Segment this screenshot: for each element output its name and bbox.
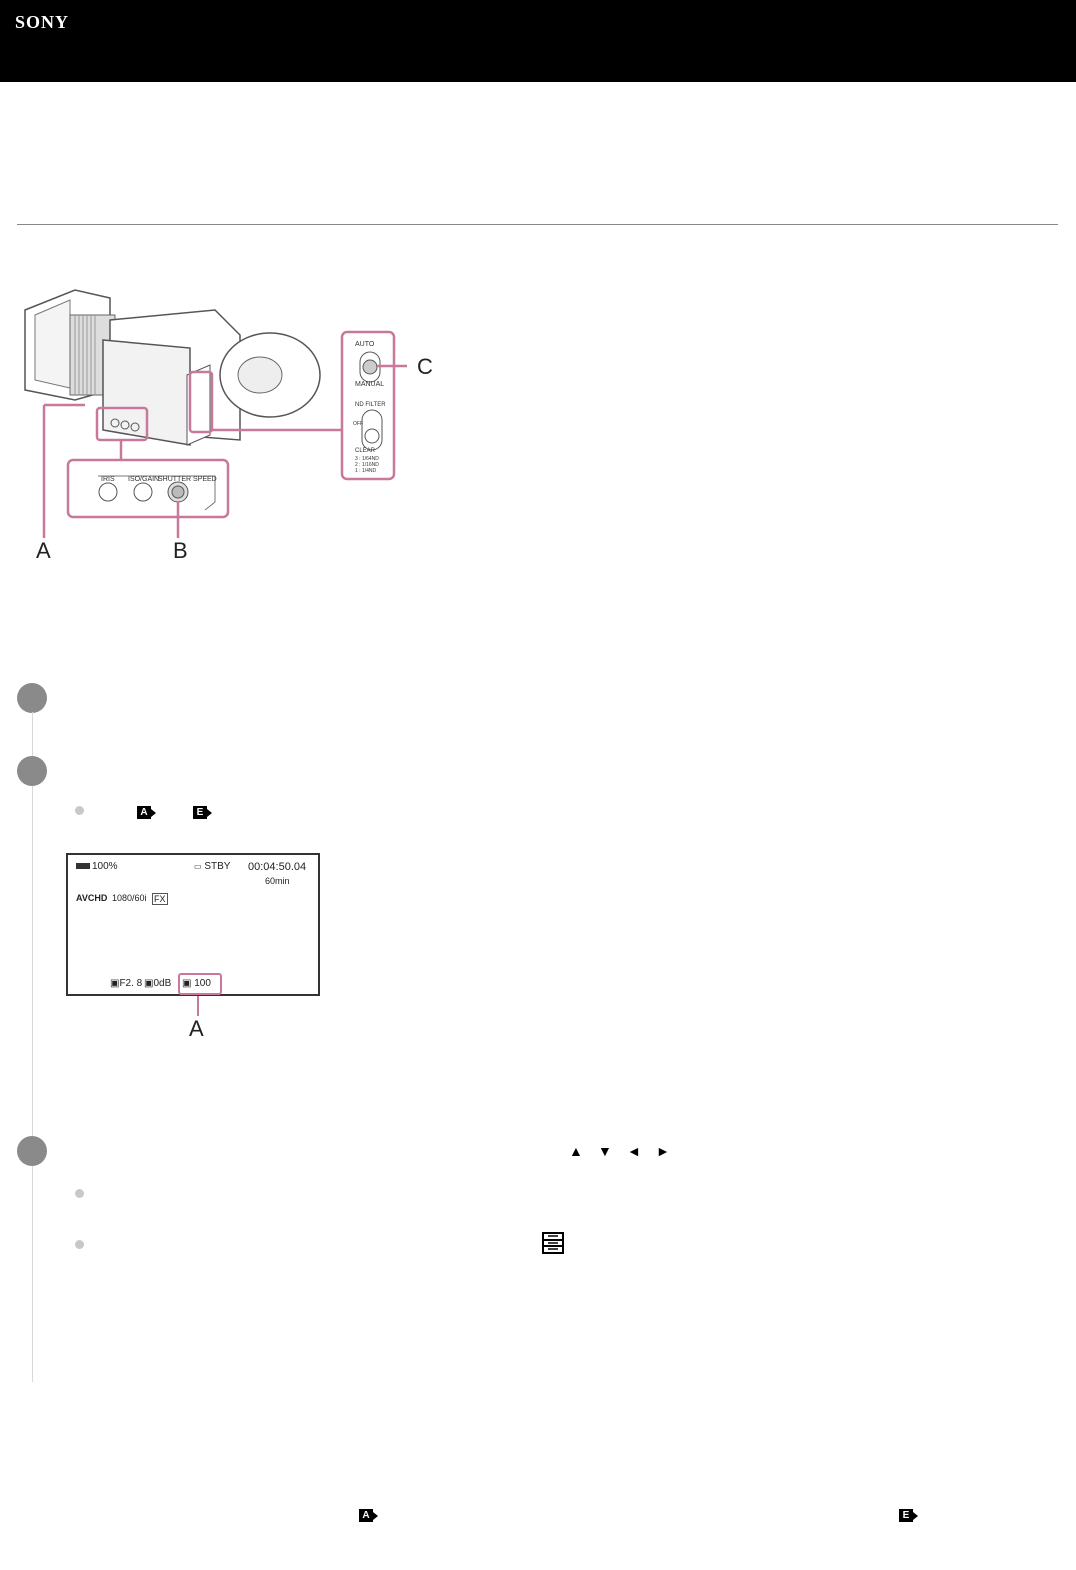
a-mode-icon: A [137, 802, 156, 820]
battery-readout: 100% [76, 861, 118, 872]
right-arrow-icon: ► [656, 1143, 670, 1159]
resolution-readout: 1080/60i [112, 893, 147, 903]
lcd-callout-a: A [189, 1016, 204, 1041]
shutter-readout: ▣ 100 [182, 978, 211, 989]
step-connector [32, 712, 33, 1382]
auto-label: AUTO [355, 341, 375, 348]
e-mode-icon: E [193, 802, 212, 820]
header-bar: SONY [0, 0, 1076, 82]
step-3-bullet-1 [75, 1189, 84, 1198]
iris-label: IRIS [101, 476, 115, 483]
timecode-readout: 00:04:50.04 [248, 861, 307, 873]
format-readout: AVCHD [76, 893, 108, 903]
lcd-screen-figure: 100% ▭ STBY 00:04:50.04 60min AVCHD 1080… [66, 853, 320, 996]
footer-a-icon: A [359, 1505, 378, 1523]
step-1-marker [17, 683, 47, 713]
nd-off-label: OFF [353, 421, 363, 427]
battery-icon [76, 863, 90, 870]
menu-list-icon [542, 1232, 564, 1254]
nd-filter-label: ND FILTER [355, 402, 386, 408]
callout-a: A [36, 538, 51, 563]
shutter-speed-label: SHUTTER SPEED [158, 476, 217, 483]
iso-gain-label: ISO/GAIN [128, 476, 159, 483]
nd1-label: 1 : 1/4ND [355, 468, 377, 474]
up-arrow-icon: ▲ [569, 1143, 583, 1159]
gain-readout: ▣0dB [144, 978, 172, 989]
step-3-bullet-2 [75, 1240, 84, 1249]
shutter-highlight [178, 973, 222, 995]
iris-readout: ▣F2. 8 [110, 978, 143, 989]
nd2-label: 2 : 1/16ND [355, 462, 379, 468]
title-divider [17, 224, 1058, 225]
mode-readout: FX [152, 893, 168, 905]
step-2-marker [17, 756, 47, 786]
status-readout: ▭ STBY [194, 861, 231, 872]
manual-label: MANUAL [355, 381, 384, 388]
lcd-callout-line [197, 996, 199, 1016]
sony-logo: SONY [15, 12, 70, 32]
tape-icon: ▭ [194, 862, 202, 871]
callout-c: C [417, 354, 433, 379]
left-arrow-icon: ◄ [627, 1143, 641, 1159]
step-2-bullet [75, 806, 84, 815]
callout-b: B [173, 538, 188, 563]
footer-e-icon: E [899, 1505, 918, 1523]
nd3-label: 3 : 1/64ND [355, 456, 379, 462]
remaining-readout: 60min [265, 876, 290, 886]
camcorder-illustration: IRIS ISO/GAIN SHUTTER SPEED AUTO MANUAL … [24, 289, 433, 563]
down-arrow-icon: ▼ [598, 1143, 612, 1159]
step-3-marker [17, 1136, 47, 1166]
clear-label: CLEAR [355, 448, 376, 454]
